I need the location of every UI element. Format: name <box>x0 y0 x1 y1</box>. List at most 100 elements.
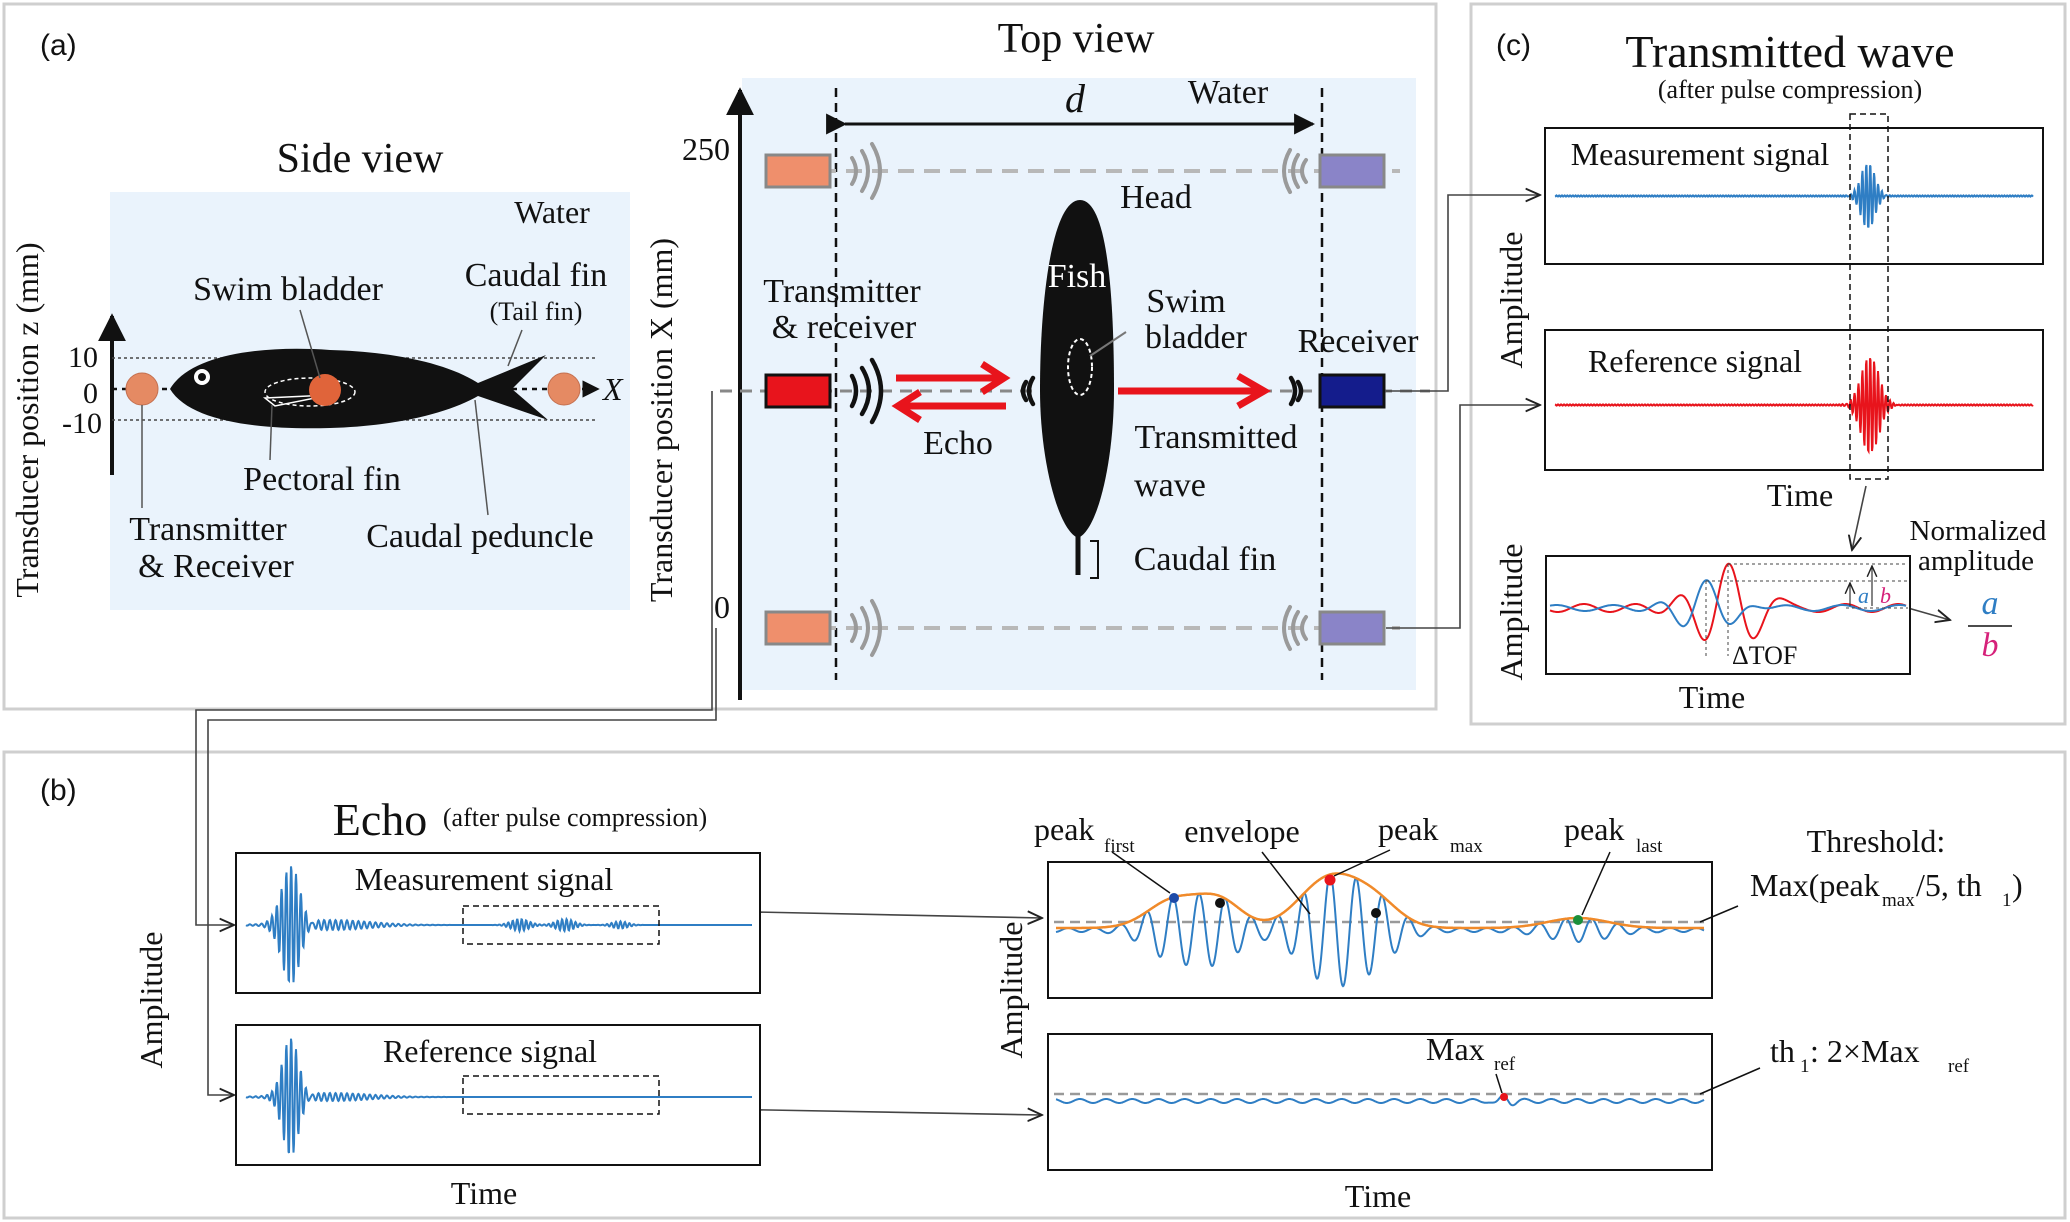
panel-label-c: (c) <box>1496 29 1531 62</box>
tx-ratio-a: a <box>1982 585 1999 622</box>
tx-reference-box <box>1544 329 2044 471</box>
top-tick-250: 250 <box>682 131 730 167</box>
side-view-title: Side view <box>277 136 444 182</box>
echo-measurement-signal <box>245 866 752 984</box>
echo-maxref-leader <box>1495 1073 1503 1094</box>
side-fish-silhouette <box>170 348 548 429</box>
top-distance-label: d <box>1065 76 1086 121</box>
top-arrow-echo <box>891 389 1006 423</box>
echo-peak-last-leader <box>1581 851 1611 916</box>
top-tick-0: 0 <box>714 589 730 625</box>
echo-peak-4-dot <box>1371 908 1381 918</box>
tx-b-label: b <box>1880 583 1891 608</box>
top-arrow-out <box>896 361 1011 395</box>
top-red-arrows <box>891 361 1272 423</box>
echo-peak-max-dot <box>1324 874 1336 886</box>
side-tick-m10: -10 <box>62 407 102 440</box>
side-and-receiver-label: & Receiver <box>138 548 294 585</box>
echo-amplitude-label: Amplitude <box>133 932 169 1069</box>
echo-peak-last-label: peak <box>1564 811 1624 847</box>
top-rx-center <box>1318 373 1386 409</box>
tx-dtof-label: ΔTOF <box>1732 641 1797 670</box>
echo-subtitle: (after pulse compression) <box>443 803 707 832</box>
tx-overlay-amplitude-label: Amplitude <box>1493 544 1529 681</box>
echo-peak-first-leader <box>1111 851 1171 894</box>
side-swim-bladder-label: Swim bladder <box>193 271 383 308</box>
top-caudal-fin-label: Caudal fin <box>1134 541 1277 578</box>
top-tx-250 <box>764 153 832 189</box>
echo-peak-max-sub: max <box>1450 836 1483 857</box>
echo-maxref-label: Max <box>1426 1031 1485 1067</box>
echo-measurement-label: Measurement signal <box>355 861 614 897</box>
echo-peak-last-dot <box>1573 915 1583 925</box>
top-head-label: Head <box>1120 179 1192 216</box>
tx-normalized-amplitude-label: amplitude <box>1918 545 2034 577</box>
tx-ratio-b: b <box>1982 627 1999 664</box>
top-view: Top view Transducer position X (mm) 250 … <box>643 16 1430 700</box>
tx-measurement-signal <box>1554 164 2034 228</box>
echo-th-leader <box>1699 1067 1761 1095</box>
top-fish-silhouette <box>1040 200 1114 538</box>
panel-label-b: (b) <box>40 774 77 807</box>
top-swim-label: Swim <box>1146 283 1225 320</box>
top-tx-0 <box>764 610 832 646</box>
connector-zoom-tx <box>1852 485 1867 550</box>
top-transmitted-label: Transmitted <box>1134 419 1297 456</box>
echo-peak-first-sub: first <box>1104 836 1135 857</box>
top-wave-arcs <box>849 142 1308 657</box>
tx-measurement-label: Measurement signal <box>1571 136 1830 172</box>
echo-th-ref-sub: ref <box>1948 1056 1970 1077</box>
echo-th-label: th <box>1770 1033 1795 1069</box>
transmitted-panel: Transmitted wave (after pulse compressio… <box>1493 26 2047 715</box>
connector-tx0-to-echo-reference <box>207 628 717 1095</box>
echo-th-rest: : 2×Max <box>1810 1033 1920 1069</box>
side-caudal-peduncle-label: Caudal peduncle <box>366 518 594 555</box>
connector-rx-to-measurement <box>1386 195 1540 392</box>
echo-peak-first-label: peak <box>1034 811 1094 847</box>
echo-reference-label: Reference signal <box>383 1033 597 1069</box>
side-view: Side view Water Transducer position z (m… <box>9 136 630 610</box>
echo-threshold-title: Threshold: <box>1807 823 1946 859</box>
echo-time-label-right: Time <box>1345 1178 1411 1214</box>
echo-reference-signal <box>245 1038 752 1154</box>
tx-a-label: a <box>1858 583 1869 608</box>
side-transducer-left <box>125 372 159 406</box>
side-z-axis-label: Transducer position z (mm) <box>9 242 45 597</box>
top-bladder-label: bladder <box>1145 319 1248 356</box>
top-bladder-leader <box>1089 331 1127 357</box>
top-wave-label: wave <box>1134 467 1206 504</box>
tx-zoom-window <box>1849 113 1889 480</box>
panel-label-a: (a) <box>40 29 77 62</box>
top-receiver-label: Receiver <box>1298 323 1419 360</box>
echo-threshold-sub-max: max <box>1882 890 1915 911</box>
top-arrow-transmitted <box>1118 372 1272 410</box>
top-caudal-bracket <box>1090 540 1099 579</box>
echo-maxref-dot <box>1500 1093 1508 1101</box>
tx-time-label: Time <box>1767 477 1833 513</box>
side-caudal-fin-label: Caudal fin <box>465 257 608 294</box>
side-tick-10: 10 <box>68 341 98 374</box>
side-tick-0: 0 <box>83 377 98 410</box>
echo-threshold-sub-1: 1 <box>2002 890 2012 911</box>
echo-time-label-left: Time <box>451 1175 517 1211</box>
echo-threshold-leader <box>1699 905 1739 923</box>
side-peduncle-leader <box>474 399 489 516</box>
tx-panel-title: Transmitted wave <box>1625 26 1954 77</box>
side-swim-bladder-dot <box>309 374 341 406</box>
echo-envelope <box>1056 872 1704 930</box>
top-and-receiver-label: & receiver <box>772 309 917 346</box>
side-x-label: X <box>601 371 624 407</box>
connector-to-ratio <box>1907 607 1950 620</box>
echo-threshold-formula-c: ) <box>2012 867 2023 903</box>
side-pectoral-fin-label: Pectoral fin <box>243 461 401 498</box>
echo-peak-last-sub: last <box>1636 836 1663 857</box>
tx-overlay-blue <box>1549 579 1907 628</box>
top-water-label: Water <box>1188 74 1269 111</box>
side-fish-eye-pupil <box>198 373 206 381</box>
echo-peak-first-dot <box>1169 893 1179 903</box>
tx-reference-label: Reference signal <box>1588 343 1802 379</box>
side-pectoral-fin <box>262 394 331 407</box>
echo-zoom-reference-signal <box>1055 1094 1705 1107</box>
top-view-title: Top view <box>998 16 1156 62</box>
